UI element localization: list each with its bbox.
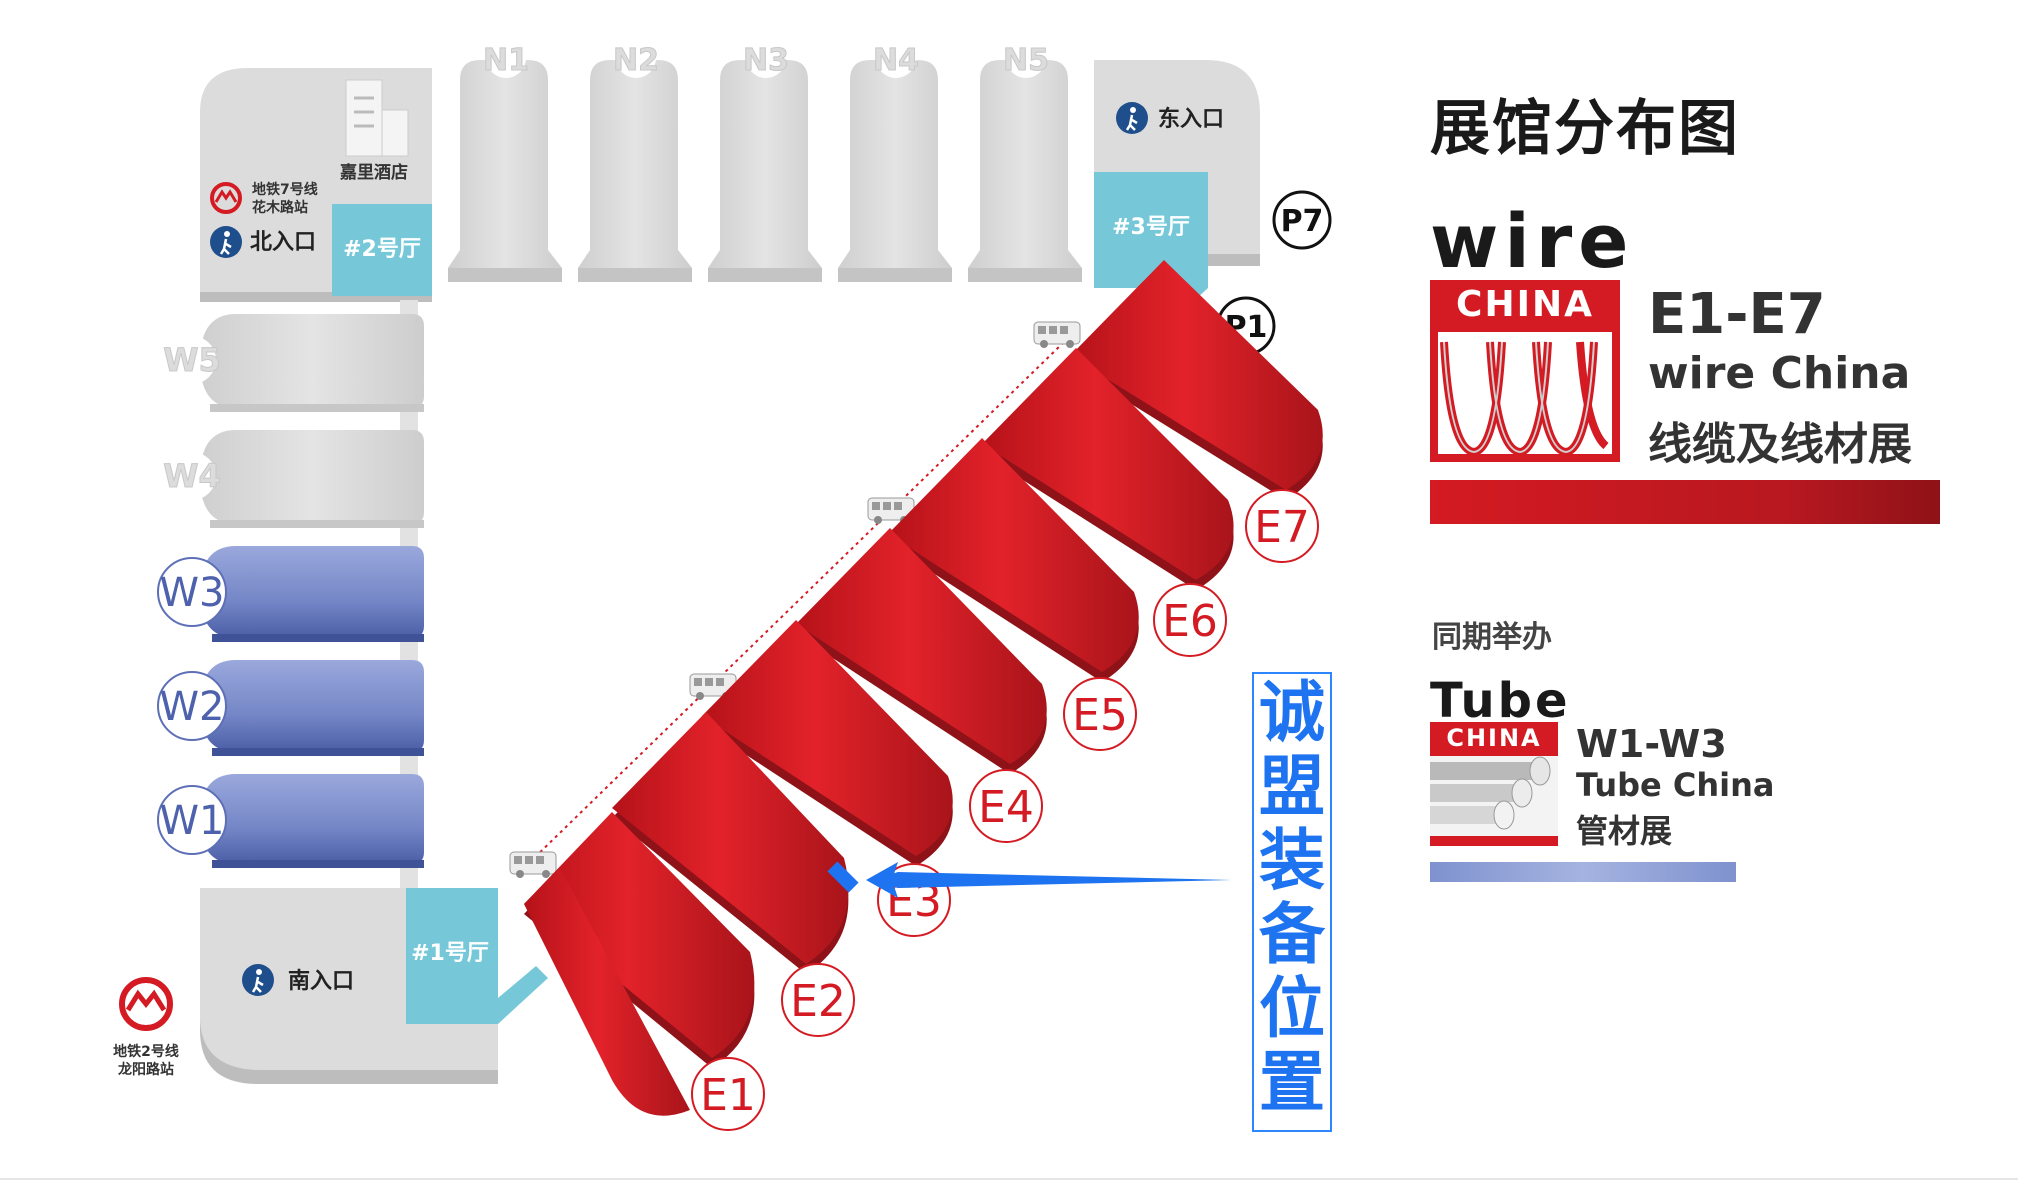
hall-3-label: #3号厅 xyxy=(1112,215,1190,240)
hall-w5-label: W5 xyxy=(163,341,221,379)
concurrent-label: 同期举办 xyxy=(1432,620,1552,655)
arrow-left-icon xyxy=(866,862,1232,898)
hall-e6-label: E6 xyxy=(1162,596,1218,647)
hall-w3-label: W3 xyxy=(160,570,225,616)
wire-china-logo: CHINA xyxy=(1430,280,1620,462)
hall-w1-label: W1 xyxy=(160,798,225,844)
metro-7-station: 花木路站 xyxy=(252,199,308,216)
hall-n4: N4 xyxy=(838,38,952,282)
hall-w2: W2 xyxy=(157,660,424,756)
booth-callout-box xyxy=(1252,672,1332,1132)
north-halls: N1 N2 N3 N4 N5 xyxy=(448,38,1082,282)
west-halls: W5 W4 W3 W2 W1 xyxy=(157,300,424,900)
hall-e5: E5 xyxy=(888,438,1139,751)
hall-w4-label: W4 xyxy=(163,457,221,495)
hall-n3-label: N3 xyxy=(743,43,789,78)
hall-e2-label: E2 xyxy=(790,976,846,1027)
tube-color-bar xyxy=(1430,862,1736,882)
hall-e4: E4 xyxy=(796,528,1047,843)
east-entrance-label: 东入口 xyxy=(1158,106,1224,132)
hall-n3: N3 xyxy=(708,38,822,282)
north-west-building: #2号厅 嘉里酒店 地铁7号线 花木路站 北入口 xyxy=(200,68,432,302)
tube-logo-graphic xyxy=(1430,756,1558,836)
hall-n2-label: N2 xyxy=(613,43,659,78)
person-walking-icon xyxy=(1116,102,1148,134)
person-walking-icon xyxy=(242,964,274,996)
hall-w2-label: W2 xyxy=(160,684,225,730)
bus-route xyxy=(529,341,1065,863)
wire-logo-word: wire xyxy=(1430,199,1635,285)
south-entrance-label: 南入口 xyxy=(288,969,354,994)
parking-p7: P7 xyxy=(1272,190,1332,250)
east-halls: E7 E6 E5 E4 E3 xyxy=(524,260,1323,1131)
person-walking-icon xyxy=(210,226,242,258)
wire-color-bar xyxy=(1430,480,1940,524)
tube-logo-word: Tube xyxy=(1430,673,1571,729)
tube-hall-range: W1-W3 xyxy=(1576,722,1727,766)
hall-e2: E2 xyxy=(612,712,855,1037)
bus-icon xyxy=(509,851,557,878)
exhibition-map: #2号厅 嘉里酒店 地铁7号线 花木路站 北入口 N1 xyxy=(113,38,1332,1131)
hall-e1-label: E1 xyxy=(700,1070,756,1121)
booth-callout-text: 诚盟装备位置 xyxy=(1259,674,1325,1121)
hall-n2: N2 xyxy=(578,38,692,282)
hall-n5-label: N5 xyxy=(1003,43,1049,78)
hall-1-label: #1号厅 xyxy=(411,941,489,966)
hall-w5: W5 xyxy=(163,314,424,412)
wire-hall-range: E1-E7 xyxy=(1648,282,1826,347)
metro-logo-icon xyxy=(119,977,173,1031)
north-east-building: #3号厅 东入口 xyxy=(1094,60,1260,332)
parking-p7-label: P7 xyxy=(1281,204,1324,239)
metro-2-station: 龙阳路站 xyxy=(117,1061,174,1078)
legend-title: 展馆分布图 xyxy=(1430,94,1740,164)
hotel-building-icon xyxy=(345,79,409,157)
hall-n1-label: N1 xyxy=(483,43,529,78)
tube-name-cn: 管材展 xyxy=(1576,812,1673,850)
wire-name-cn: 线缆及线材展 xyxy=(1648,419,1912,470)
hall-e4-label: E4 xyxy=(978,782,1034,833)
hall-3-block xyxy=(1094,172,1208,288)
tube-logo-china: CHINA xyxy=(1446,724,1542,752)
wire-name-en: wire China xyxy=(1648,348,1911,399)
hall-e7: E7 xyxy=(1070,260,1323,563)
tube-name-en: Tube China xyxy=(1576,766,1775,804)
metro-logo-icon xyxy=(210,182,242,214)
bus-icon xyxy=(1033,321,1081,348)
wire-logo-graphic xyxy=(1438,332,1612,457)
hall-2-block xyxy=(332,204,432,296)
hall-e1: E1 xyxy=(524,812,765,1131)
hall-n1: N1 xyxy=(448,38,562,282)
hall-e6: E6 xyxy=(982,348,1234,657)
bottom-divider xyxy=(0,1178,2018,1180)
hall-w1: W1 xyxy=(157,774,424,868)
tube-china-logo: CHINA xyxy=(1430,722,1558,846)
hall-n5: N5 xyxy=(968,38,1082,282)
hall-1-block xyxy=(406,888,498,1024)
hall-w4: W4 xyxy=(163,430,424,528)
hall-e7-label: E7 xyxy=(1254,502,1310,553)
hall-e5-label: E5 xyxy=(1072,690,1128,741)
metro-2-line: 地铁2号线 xyxy=(113,1043,179,1060)
hall-w3: W3 xyxy=(157,546,424,642)
metro-7-line: 地铁7号线 xyxy=(252,181,318,198)
south-west-building: #1号厅 南入口 xyxy=(200,888,548,1084)
north-entrance-label: 北入口 xyxy=(250,230,316,255)
wire-logo-china: CHINA xyxy=(1456,284,1594,325)
hall-n4-label: N4 xyxy=(873,43,919,78)
hall-2-label: #2号厅 xyxy=(343,237,421,262)
booth-marker xyxy=(827,861,859,893)
hotel-label: 嘉里酒店 xyxy=(339,162,408,183)
